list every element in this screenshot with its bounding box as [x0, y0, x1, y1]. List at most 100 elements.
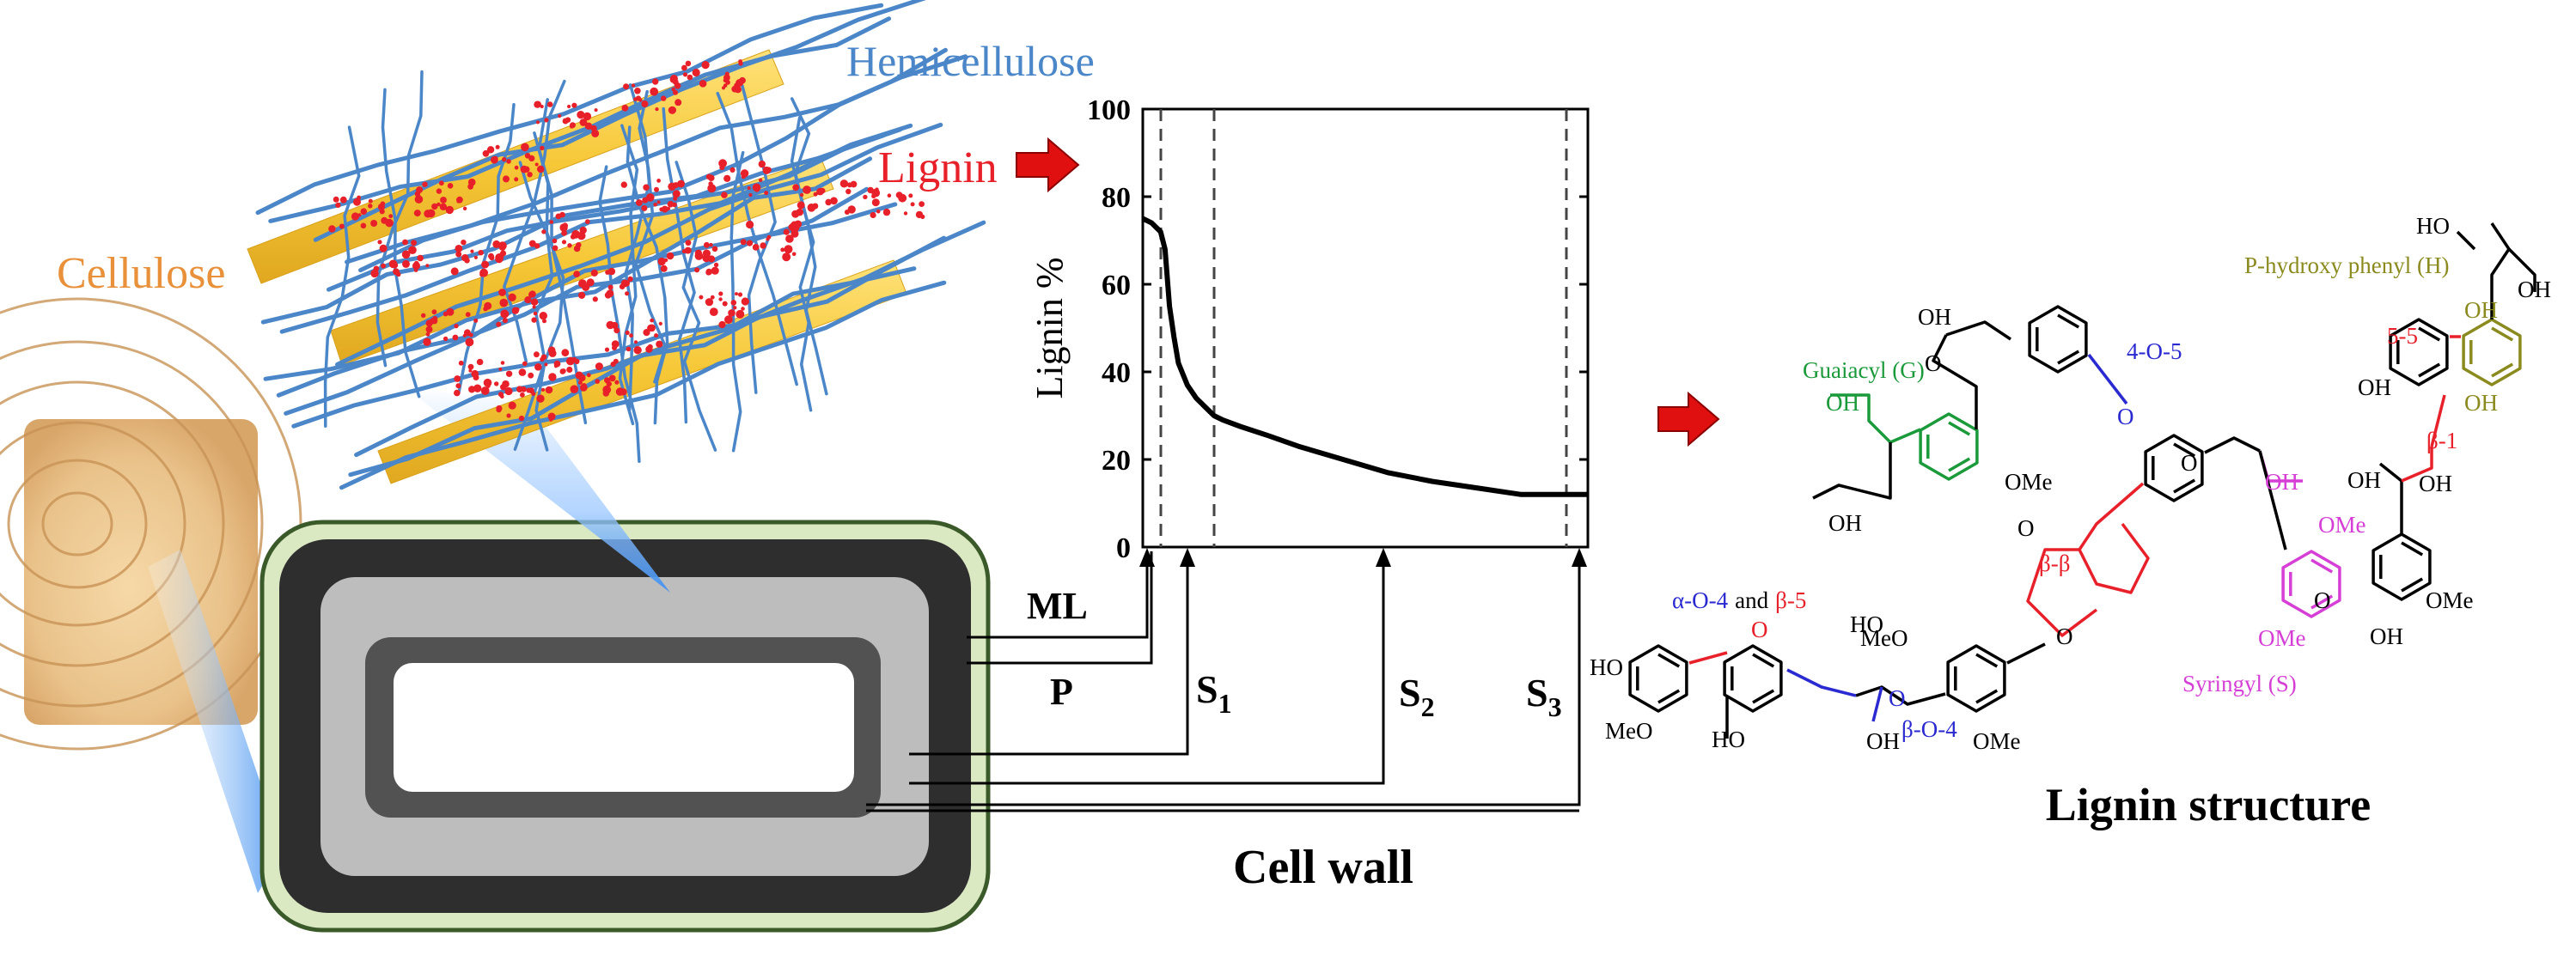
lignin-particle — [631, 83, 636, 88]
lignin-particle — [876, 209, 881, 214]
lignin-particle — [910, 202, 915, 207]
hemicellulose-strand — [348, 235, 947, 477]
lignin-particle — [684, 246, 692, 254]
lignin-particle — [353, 198, 361, 206]
hemicellulose-strand — [634, 89, 668, 384]
lignin-particle — [673, 182, 679, 189]
lignin-particle — [530, 298, 539, 306]
lignin-particle — [481, 260, 490, 269]
lignin-particle — [480, 386, 490, 395]
lignin-particle — [578, 374, 586, 382]
lignin-particle — [705, 268, 712, 276]
lignin-particle — [671, 87, 676, 92]
lignin-particle — [561, 349, 570, 357]
double-bond — [1657, 689, 1681, 704]
lignin-particle — [652, 78, 659, 85]
lignin-particle — [578, 291, 586, 299]
lignin-particle — [559, 223, 568, 232]
lignin-particle — [845, 188, 852, 195]
lignin-particle — [494, 381, 499, 386]
hemicellulose-strand — [662, 106, 696, 424]
lignin-particle — [446, 307, 455, 316]
lignin-particle — [710, 295, 715, 300]
linkage-beta-beta: β-β — [2039, 550, 2070, 576]
lignin-particle — [850, 180, 858, 188]
lignin-particle — [505, 370, 513, 377]
lignin-particle — [549, 417, 553, 422]
lignin-particle — [728, 309, 736, 317]
lignin-particle — [791, 210, 800, 218]
lignin-particle — [657, 257, 666, 266]
lignin-particle — [536, 394, 545, 403]
lignin-particle — [709, 242, 713, 247]
lignin-particle — [780, 247, 785, 252]
group-label: O — [1751, 617, 1768, 642]
lignin-particle — [736, 309, 745, 319]
lignin-particle — [528, 290, 536, 298]
double-bond — [2401, 577, 2424, 593]
lignin-particle — [502, 318, 509, 324]
lignin-particle — [606, 380, 612, 387]
lignin-particle — [482, 149, 490, 157]
lignin-particle — [752, 244, 760, 251]
arrow-icon — [1016, 137, 1080, 193]
lignin-particle — [594, 108, 598, 113]
double-bond — [2401, 541, 2424, 557]
lignin-particle — [495, 254, 504, 264]
lignin-particle — [577, 380, 583, 385]
lignin-particle — [656, 179, 661, 183]
lignin-particle — [585, 219, 590, 224]
lignin-particle — [591, 130, 600, 137]
group-label: O — [2181, 450, 2198, 476]
lignin-particle — [508, 293, 516, 301]
connector-arrowheads — [1139, 548, 1587, 567]
lignin-particle — [541, 229, 546, 234]
lignin-particle — [561, 240, 567, 245]
lignin-particle — [699, 295, 704, 300]
arrow-icon — [1657, 391, 1720, 447]
bond — [2490, 222, 2511, 319]
lignin-particle — [606, 289, 614, 298]
lignin-particle — [738, 61, 743, 66]
lignin-particle — [553, 364, 559, 368]
hemicellulose-strand — [375, 70, 424, 368]
lignin-particle — [566, 366, 573, 374]
fiber-microstructure — [247, 0, 986, 490]
lignin-particle — [708, 181, 713, 186]
lignin-particle — [734, 82, 739, 88]
lignin-particle — [655, 107, 659, 112]
phenyl-ring — [1628, 644, 1688, 713]
lignin-particle — [634, 340, 638, 344]
hemicellulose-strand — [358, 54, 968, 273]
lignin-particle — [462, 206, 467, 210]
lignin-particle — [440, 197, 447, 204]
lignin-particle — [584, 122, 593, 130]
lignin-particle — [540, 354, 547, 361]
layer-label-s3: S3 — [1526, 671, 1562, 722]
lignin-particle — [379, 209, 385, 215]
lignin-particle — [380, 201, 386, 206]
lignin-particle — [532, 305, 536, 309]
lignin-particle — [467, 178, 476, 186]
lignin-particle — [499, 298, 509, 307]
lignin-particle — [711, 246, 718, 252]
lignin-particle — [668, 106, 677, 114]
lignin-particle — [527, 172, 533, 178]
double-bond — [1975, 689, 1999, 704]
hemicellulose-strand — [502, 79, 566, 363]
unit-label-p-hydroxy: P-hydroxy phenyl (H) — [2244, 252, 2449, 278]
lignin-particle — [423, 338, 431, 346]
lignin-particle — [590, 269, 598, 277]
lignin-particle — [473, 318, 479, 323]
group-label: HO — [1590, 654, 1623, 680]
lignin-particle — [385, 218, 394, 228]
lignin-particle — [746, 220, 754, 229]
lignin-particle — [613, 327, 620, 334]
lignin-particle — [643, 329, 650, 337]
lignin-particle — [497, 392, 504, 398]
lignin-particle — [370, 220, 378, 227]
hemicellulose-strand — [790, 97, 828, 396]
lignin-particle — [718, 291, 723, 296]
